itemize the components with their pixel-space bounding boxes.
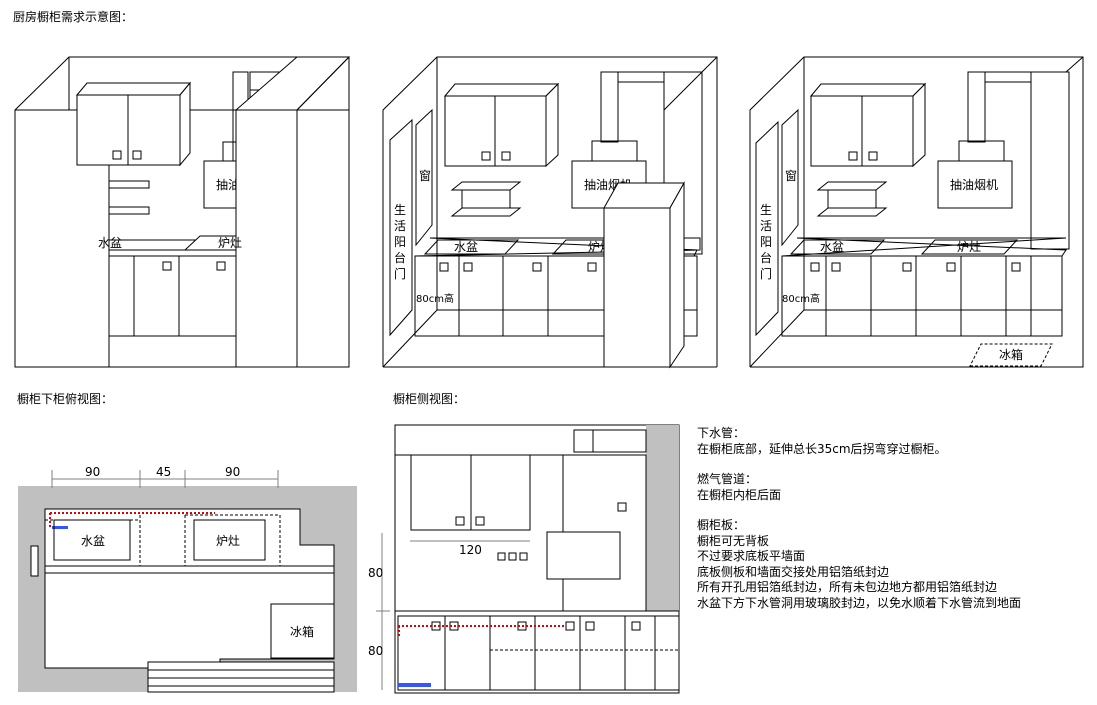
- top-view-fridge: 冰箱: [290, 624, 314, 639]
- v3-door-char-5: 门: [760, 266, 772, 281]
- v2-door-char-5: 门: [394, 266, 406, 281]
- top-view-stove: 炉灶: [216, 534, 240, 548]
- notes-panel: 下水管： 在橱柜底部，延伸总长35cm后拐弯穿过橱柜。 燃气管道： 在橱柜内柜后…: [697, 426, 1092, 611]
- perspective-view-2: 生 活 阳 台 门 窗 抽油烟机 水盆 炉灶: [382, 56, 718, 369]
- page-title: 厨房橱柜需求示意图：: [13, 9, 133, 24]
- v3-door-char-3: 阳: [760, 235, 772, 249]
- side-lower-height: 80: [368, 644, 383, 658]
- top-view: 水盆 炉灶 冰箱 90 45 90: [18, 465, 357, 693]
- v2-height-label: 80cm高: [416, 292, 454, 305]
- v2-door-char-2: 活: [394, 219, 406, 233]
- v3-stove-label: 炉灶: [957, 240, 981, 254]
- v3-door-char-1: 生: [760, 203, 772, 217]
- side-upper-height: 80: [368, 566, 383, 580]
- top-view-label: 橱柜下柜俯视图：: [17, 391, 113, 406]
- gas-text: 在橱柜内柜后面: [697, 487, 782, 502]
- v2-door-char-3: 阳: [394, 235, 406, 249]
- v3-hood-label: 抽油烟机: [950, 178, 998, 192]
- top-dim-1: 90: [85, 465, 100, 479]
- v3-door-char-2: 活: [760, 219, 772, 233]
- top-view-sink: 水盆: [81, 534, 105, 548]
- board-line: 所有开孔用铝箔纸封边，所有未包边地方都用铝箔纸封边: [697, 580, 998, 594]
- v1-stove-label: 炉灶: [218, 236, 242, 250]
- v3-sink-label: 水盆: [820, 240, 844, 254]
- side-width-label: 120: [459, 543, 482, 557]
- v3-fridge-label: 冰箱: [999, 347, 1023, 362]
- gas-title: 燃气管道：: [697, 472, 758, 486]
- board-line: 不过要求底板平墙面: [697, 549, 806, 563]
- top-dim-2: 45: [156, 465, 171, 479]
- drain-title: 下水管：: [697, 426, 746, 440]
- v1-sink-label: 水盆: [98, 236, 122, 250]
- perspective-view-3: 生 活 阳 台 门 窗 抽油烟机 水盆 炉灶: [749, 56, 1084, 368]
- board-line: 底板侧板和墙面交接处用铝箔纸封边: [697, 564, 890, 579]
- board-line: 橱柜可无背板: [697, 533, 770, 548]
- drain-text: 在橱柜底部，延伸总长35cm后拐弯穿过橱柜。: [697, 441, 947, 456]
- perspective-view-1: 抽油 炉灶 水盆: [14, 56, 351, 368]
- v2-door-char-1: 生: [394, 203, 406, 217]
- board-title: 橱柜板：: [697, 518, 746, 532]
- v3-door-char-4: 台: [760, 250, 772, 265]
- v3-window-label: 窗: [785, 169, 797, 183]
- v2-window-label: 窗: [419, 169, 431, 183]
- board-line: 水盆下方下水管洞用玻璃胶封边，以免水顺着下水管流到地面: [697, 595, 1022, 610]
- top-dim-3: 90: [225, 465, 240, 479]
- side-view-label: 橱柜侧视图：: [393, 391, 465, 406]
- v3-height-label: 80cm高: [782, 292, 820, 305]
- v2-sink-label: 水盆: [454, 240, 478, 254]
- v1-hood-label: 抽油: [216, 178, 240, 192]
- v2-door-char-4: 台: [394, 250, 406, 265]
- side-view: 120 80 80: [368, 424, 680, 694]
